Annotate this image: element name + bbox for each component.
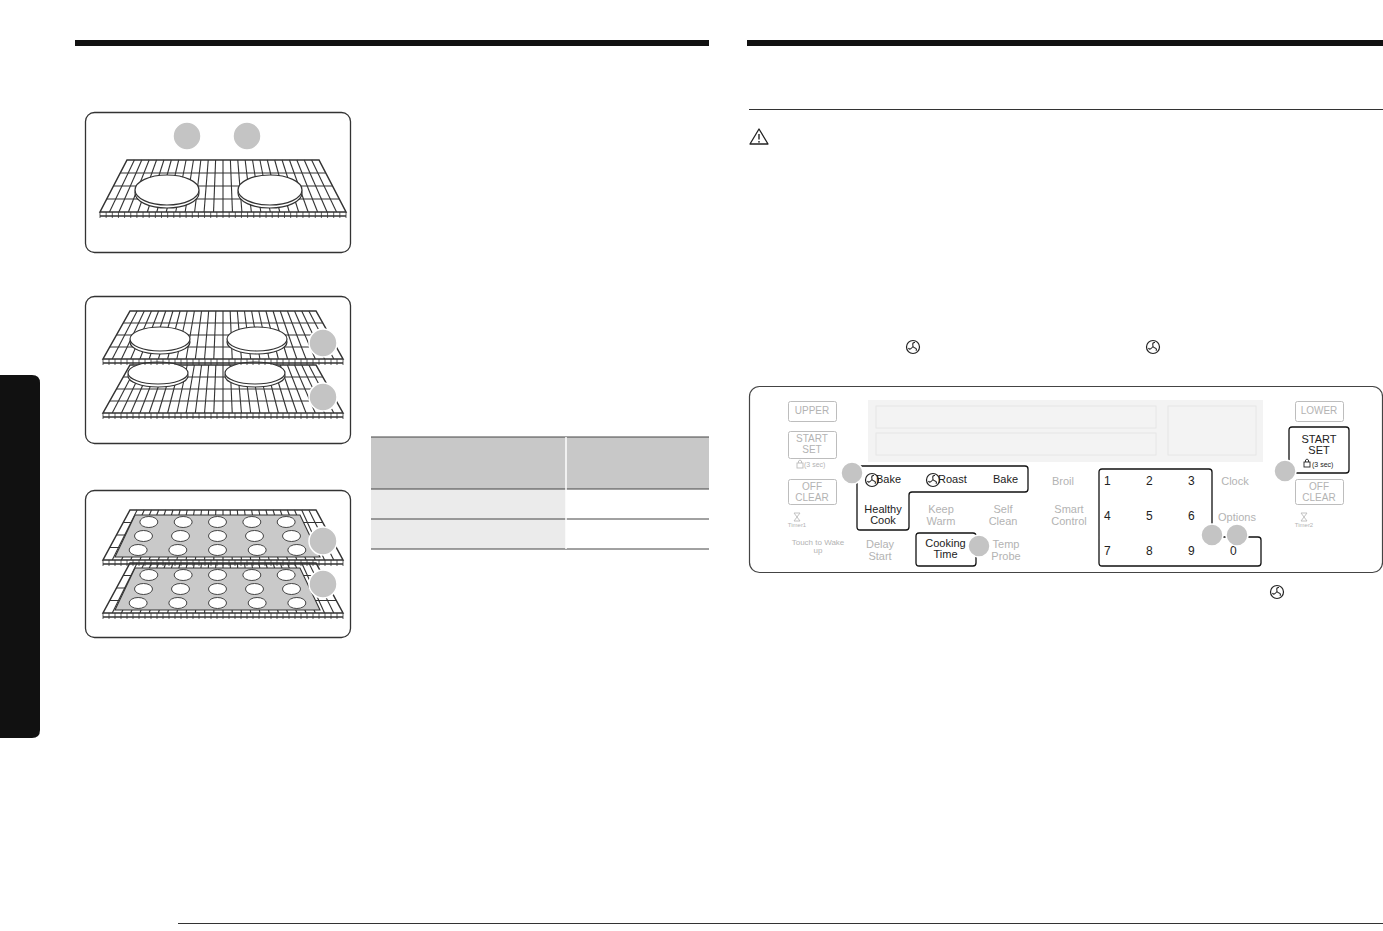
header-bar	[75, 40, 709, 46]
key-digit: 9	[1188, 545, 1195, 557]
key-digit: 7	[1104, 545, 1111, 557]
button-label: Healthy Cook	[860, 504, 906, 526]
button-label: Bake	[993, 474, 1018, 485]
button-label: Bake	[876, 474, 901, 485]
panel-label: Timer2	[1290, 522, 1318, 528]
panel-label: Touch to Wake up	[788, 539, 848, 556]
key-digit: 6	[1188, 510, 1195, 522]
panel-label: UPPER	[788, 406, 836, 417]
button-label: Roast	[938, 474, 967, 485]
panel-label: Broil	[1040, 476, 1086, 488]
grey-button-outlines	[789, 402, 1344, 505]
table-grid	[371, 437, 709, 549]
button-label: START SET	[1293, 434, 1345, 456]
illustration-frame	[86, 113, 351, 253]
key-digit: 8	[1146, 545, 1153, 557]
oven-rack-illustration	[100, 160, 346, 619]
fan-icon	[1271, 586, 1284, 599]
illustration-frame	[86, 491, 351, 638]
warning-icon	[750, 129, 768, 144]
key-digit: 4	[1104, 510, 1111, 522]
illustration-frame	[86, 297, 351, 444]
key-digit: 3	[1188, 475, 1195, 487]
panel-label: Self Clean	[980, 504, 1026, 527]
fan-icon	[907, 341, 920, 354]
panel-label: Timer1	[783, 522, 811, 528]
rule-line	[749, 109, 1383, 110]
button-label: (3 sec)	[1312, 461, 1346, 468]
panel-label: Keep Warm	[918, 504, 964, 527]
panel-label: LOWER	[1295, 406, 1343, 417]
panel-label: OFF CLEAR	[1295, 482, 1343, 503]
panel-label: Delay Start	[857, 539, 903, 562]
panel-label: Clock	[1212, 476, 1258, 488]
panel-label: Options	[1211, 512, 1263, 524]
number-keypad: 1 2 3 4 5 6 7 8 9 0	[1099, 469, 1261, 566]
header-bar	[747, 40, 1383, 46]
start-set-button: START SET (3 sec)	[1289, 427, 1349, 473]
key-digit: 0	[1230, 545, 1237, 557]
cooking-time-button: Cooking Time	[916, 533, 976, 566]
display-area	[868, 400, 1263, 462]
outline-path	[916, 533, 976, 566]
side-tab	[0, 375, 40, 738]
panel-label: Temp Probe	[983, 539, 1029, 562]
footer-line	[178, 923, 1383, 924]
fan-icon	[1147, 341, 1160, 354]
outline-path	[1099, 469, 1261, 566]
button-label: Cooking Time	[918, 538, 973, 560]
control-panel	[750, 387, 1383, 573]
panel-label: OFF CLEAR	[788, 482, 836, 503]
key-digit: 1	[1104, 475, 1111, 487]
button-outline	[1099, 469, 1261, 566]
panel-label: START SET	[788, 434, 836, 455]
outline-path	[857, 466, 1028, 530]
callout-circle	[173, 122, 1296, 598]
panel-label: Smart Control	[1042, 504, 1096, 527]
mode-button-group: Bake Roast BakeHealthy Cook	[857, 466, 1028, 530]
panel-label: (3 sec)	[804, 461, 838, 468]
outline-path	[1289, 427, 1349, 473]
key-digit: 2	[1146, 475, 1153, 487]
key-digit: 5	[1146, 510, 1153, 522]
